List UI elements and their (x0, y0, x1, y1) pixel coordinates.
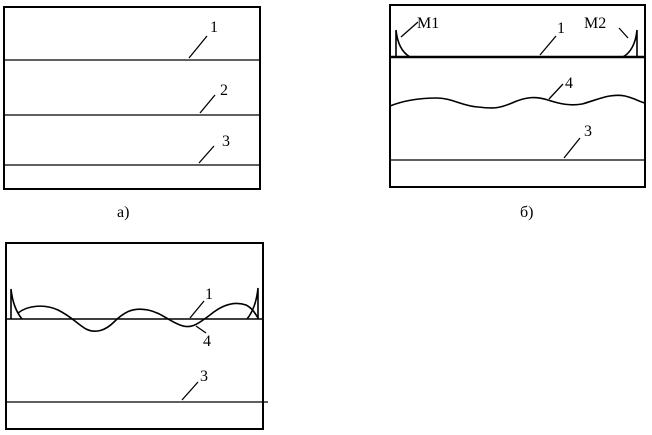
panel-c-label-4: 4 (203, 333, 211, 350)
panel-b-label-m2: M2 (584, 15, 606, 32)
panel-a-label-3: 3 (222, 133, 230, 150)
panel-b-frame (389, 4, 646, 188)
panel-a-label-1: 1 (210, 19, 218, 36)
panel-c-label-1: 1 (205, 286, 213, 303)
panel-b-label-1: 1 (557, 20, 565, 37)
panel-b-caption: б) (520, 204, 533, 221)
panel-b-leader-4 (548, 83, 564, 100)
panel-c-meniscus-right (246, 287, 259, 320)
panel-a-leader-3 (198, 145, 215, 164)
panel-c-frame (5, 242, 264, 430)
panel-b: M1 M2 1 4 3 б) (389, 4, 646, 221)
panel-b-label-3: 3 (584, 123, 592, 140)
panel-a-leader-2 (199, 94, 216, 114)
panel-b-label-4: 4 (565, 75, 573, 92)
panel-c-leader-3 (181, 381, 199, 401)
panel-a-caption: а) (117, 204, 129, 221)
panel-b-leader-1 (539, 35, 557, 56)
panel-c-curve-4 (17, 302, 259, 332)
panel-b-label-m1: M1 (417, 15, 439, 32)
panel-c-meniscus-left (10, 288, 23, 320)
panel-a: 1 2 3 а) (3, 6, 261, 221)
panel-b-leader-m1 (400, 21, 419, 38)
panel-b-curve-4 (389, 94, 646, 109)
panel-c-leader-1 (189, 300, 205, 319)
panel-a-frame (3, 6, 261, 190)
panel-a-leader-1 (188, 35, 208, 59)
panel-c-label-3: 3 (200, 368, 208, 385)
panel-a-label-2: 2 (220, 82, 228, 99)
panel-b-leader-3 (563, 137, 581, 159)
panel-b-meniscus-m2 (622, 29, 638, 58)
panel-b-leader-m2 (618, 27, 629, 39)
panel-c-leader-4 (195, 325, 207, 334)
panel-b-meniscus-m1 (395, 29, 411, 58)
panel-c: 1 4 3 (5, 242, 268, 430)
